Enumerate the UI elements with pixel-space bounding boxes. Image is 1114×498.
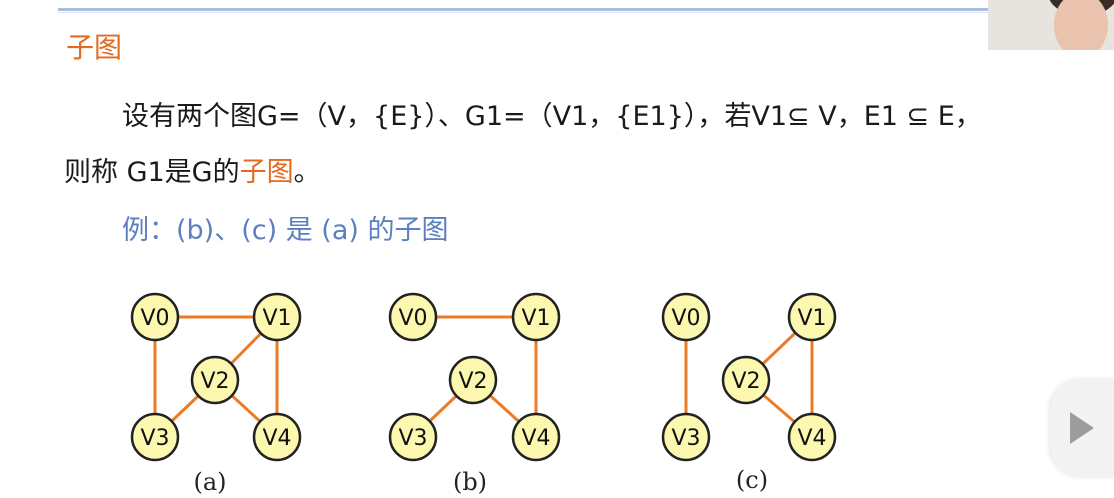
node-circle [721,355,771,405]
node-v0: V0 [661,292,711,342]
graph-caption: (c) [736,466,768,494]
example-text: 例：(b)、(c) 是 (a) 的子图 [122,215,449,246]
presenter-face [1054,0,1108,50]
node-label: V1 [262,306,291,331]
node-label: V0 [140,306,169,331]
top-rule-thin [58,12,988,13]
node-circle [388,292,438,342]
node-v4: V4 [787,412,837,462]
node-v0: V0 [388,292,438,342]
node-v2: V2 [721,355,771,405]
node-v3: V3 [661,412,711,462]
definition-prefix: 则称 G1是G的 [64,157,240,188]
node-v1: V1 [252,292,302,342]
node-v3: V3 [388,412,438,462]
node-label: V2 [731,369,760,394]
node-v0: V0 [130,292,180,342]
node-label: V3 [140,426,169,451]
node-label: V0 [671,306,700,331]
node-circle [661,412,711,462]
node-label: V2 [458,369,487,394]
node-label: V4 [262,426,291,451]
graph-caption: (a) [193,468,226,496]
node-label: V0 [398,306,427,331]
node-label: V4 [521,426,550,451]
node-v3: V3 [130,412,180,462]
node-circle [130,412,180,462]
node-circle [388,412,438,462]
node-label: V2 [200,369,229,394]
node-circle [252,292,302,342]
node-v1: V1 [787,292,837,342]
node-label: V1 [797,306,826,331]
node-v2: V2 [190,355,240,405]
node-circle [511,292,561,342]
node-label: V4 [797,426,826,451]
node-circle [448,355,498,405]
play-button[interactable] [1050,380,1114,476]
node-v2: V2 [448,355,498,405]
definition-line-2: 则称 G1是G的子图。 [64,150,321,189]
node-circle [130,292,180,342]
node-circle [252,412,302,462]
play-icon [1070,412,1094,444]
node-circle [787,292,837,342]
node-circle [511,412,561,462]
node-label: V3 [671,426,700,451]
node-v4: V4 [252,412,302,462]
definition-suffix: 。 [293,157,321,188]
top-rule [58,8,988,11]
section-title: 子图 [66,31,123,64]
node-v1: V1 [511,292,561,342]
node-circle [190,355,240,405]
node-label: V1 [521,306,550,331]
node-v4: V4 [511,412,561,462]
definition-line-1: 设有两个图G=（V，{E}）、G1=（V1，{E1}），若V1⊆ V，E1 ⊆ … [122,101,982,132]
node-circle [661,292,711,342]
node-label: V3 [398,426,427,451]
definition-highlight: 子图 [239,157,294,188]
graph-caption: (b) [453,468,487,496]
webcam-overlay [988,0,1114,50]
node-circle [787,412,837,462]
